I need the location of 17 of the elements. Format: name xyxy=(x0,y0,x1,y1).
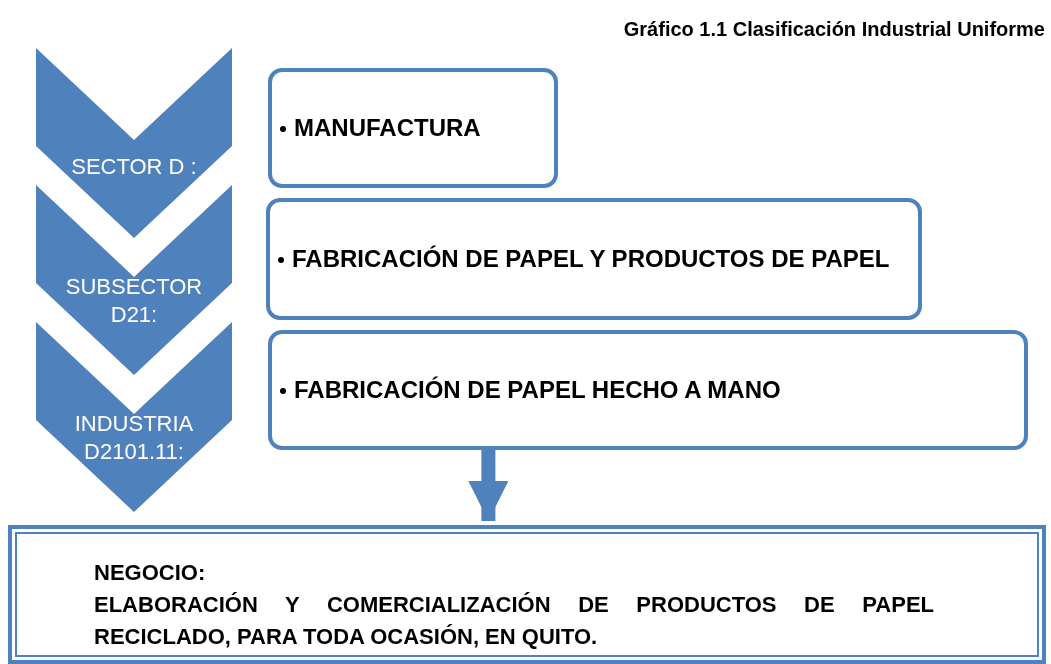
category-text: FABRICACIÓN DE PAPEL HECHO A MANO xyxy=(280,377,781,403)
result-box xyxy=(8,525,1046,664)
result-text: ELABORACIÓN Y COMERCIALIZACIÓN DE PRODUCTOS DE PAPEL RECICLADO, PARA TODA OCASIÓN, EN QUITO. xyxy=(94,591,934,651)
arrow xyxy=(468,450,509,521)
chevron-label: SUBSECTOR D21: xyxy=(64,273,204,329)
category-text: MANUFACTURA xyxy=(280,115,481,141)
chart-title: Gráfico 1.1 Clasificación Industrial Uniforme xyxy=(623,18,1045,41)
chevron-shape xyxy=(36,185,232,375)
category-box xyxy=(266,198,922,320)
chevron-shape xyxy=(36,48,232,238)
category-text: FABRICACIÓN DE PAPEL Y PRODUCTOS DE PAPEL xyxy=(278,246,890,272)
chevron-label: SECTOR D : xyxy=(70,153,198,181)
category-box xyxy=(268,68,558,188)
category-box xyxy=(268,330,1028,450)
chevron-shape xyxy=(36,322,232,512)
chevron-label: INDUSTRIA D2101.11: xyxy=(73,410,195,466)
result-heading: NEGOCIO: xyxy=(94,559,207,587)
